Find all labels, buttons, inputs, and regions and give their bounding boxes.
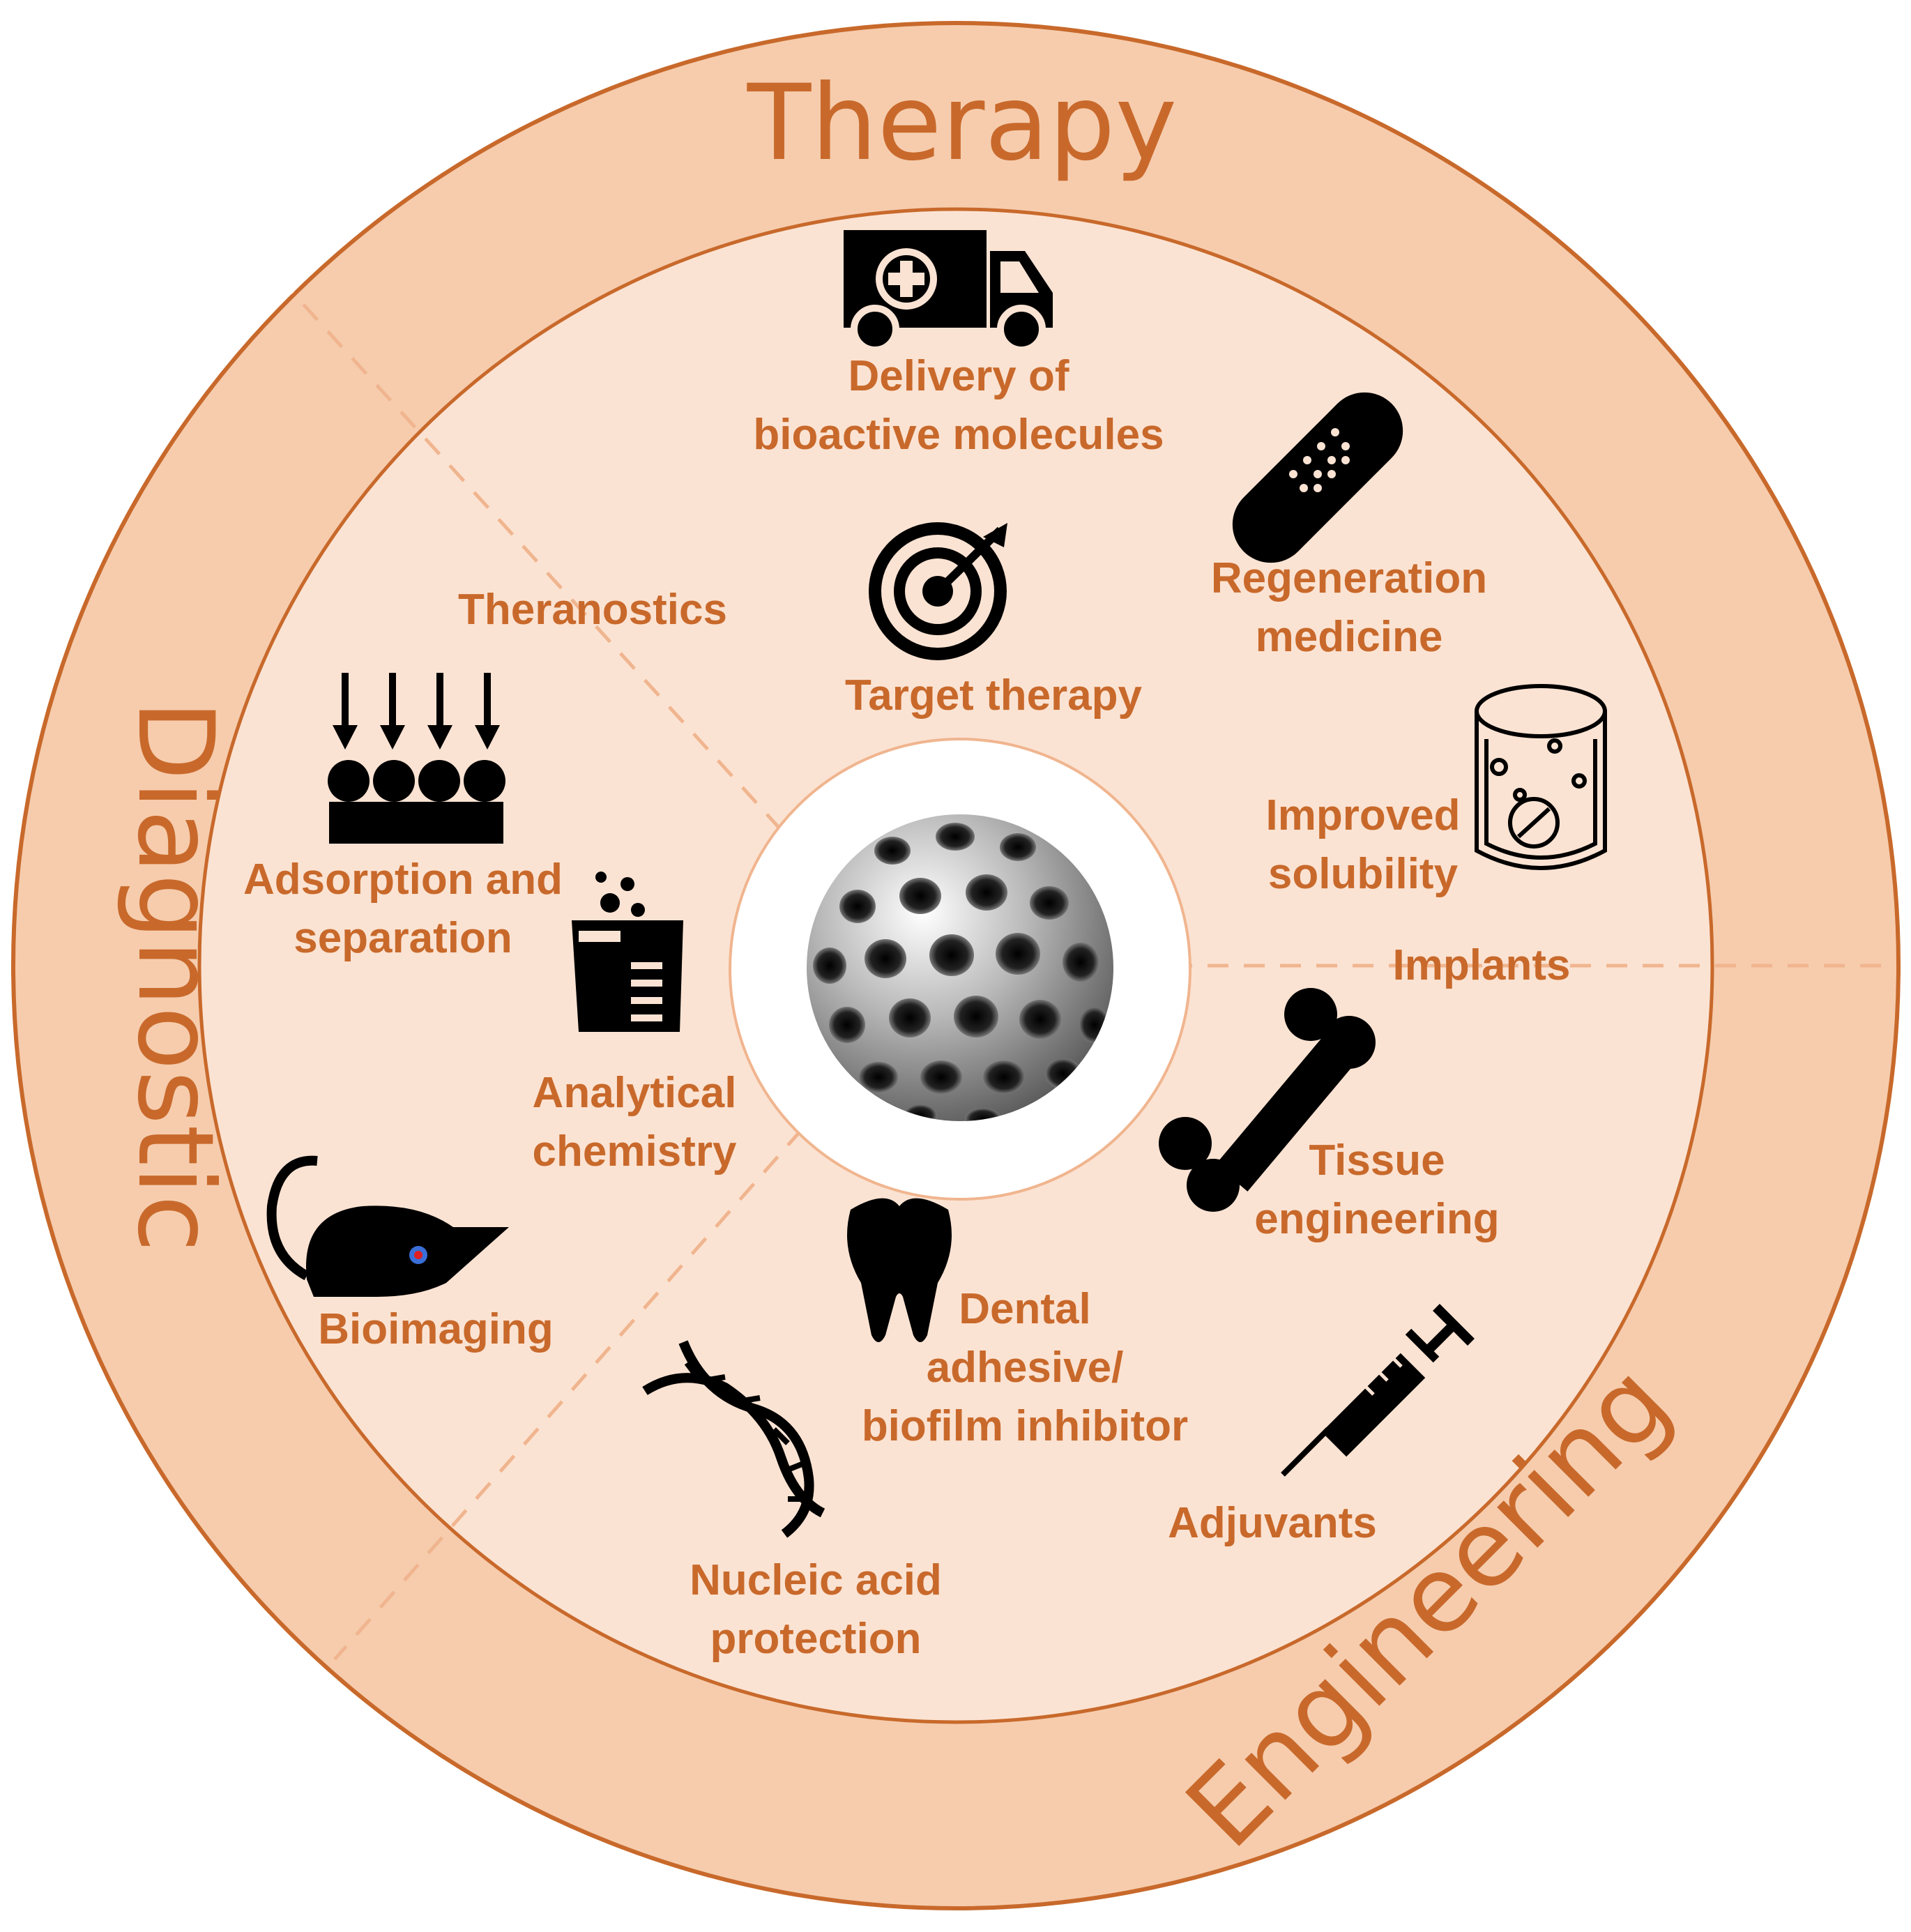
application-labels: Delivery of bioactive moleculesRegenerati… xyxy=(243,352,1571,1663)
label-regeneration-line: medicine xyxy=(1256,613,1443,661)
label-adjuvants-line: Adjuvants xyxy=(1168,1499,1377,1547)
label-dental-line: adhesive/ xyxy=(927,1344,1124,1392)
label-analytical-line: Analytical xyxy=(533,1069,737,1117)
adsorption-icon xyxy=(328,673,505,844)
label-implants-line: Implants xyxy=(1393,941,1571,989)
label-nucleic: Nucleic acid protection xyxy=(690,1556,942,1663)
label-regeneration-line: Regeneration xyxy=(1211,554,1487,602)
label-tissue-line: engineering xyxy=(1254,1195,1499,1243)
label-nucleic-line: protection xyxy=(710,1615,921,1663)
label-solubility-line: Improved xyxy=(1265,791,1460,839)
label-implants: Implants xyxy=(1393,941,1571,989)
label-dental: Dental adhesive/biofilm inhibitor xyxy=(862,1285,1188,1450)
mouse-icon xyxy=(266,1155,509,1297)
label-solubility-line: solubility xyxy=(1268,850,1459,898)
label-analytical: Analytical chemistry xyxy=(533,1069,737,1176)
label-target: Target therapy xyxy=(845,671,1143,720)
label-tissue: Tissue engineering xyxy=(1254,1136,1499,1243)
ambulance-icon xyxy=(844,230,1053,353)
mesoporous-sphere-icon xyxy=(807,814,1113,1121)
label-solubility: Improved solubility xyxy=(1265,791,1460,898)
label-delivery: Delivery of bioactive molecules xyxy=(753,352,1164,459)
label-delivery-line: Delivery of xyxy=(848,352,1069,400)
label-nucleic-line: Nucleic acid xyxy=(690,1556,942,1604)
label-adsorption-line: separation xyxy=(294,914,512,962)
bone-icon xyxy=(1159,988,1376,1212)
label-analytical-line: chemistry xyxy=(533,1127,737,1176)
label-regeneration: Regeneration medicine xyxy=(1211,554,1487,661)
label-adsorption: Adsorption and separation xyxy=(243,855,563,962)
label-theranostics: Theranostics xyxy=(458,586,727,634)
diagnostic-ring-label: Diagnostic xyxy=(114,700,236,1252)
label-bioimaging: Bioimaging xyxy=(318,1305,554,1353)
label-bioimaging-line: Bioimaging xyxy=(318,1305,554,1353)
label-adsorption-line: Adsorption and xyxy=(243,855,563,904)
label-delivery-line: bioactive molecules xyxy=(753,411,1164,459)
label-tissue-line: Tissue xyxy=(1309,1136,1445,1185)
bandage-icon xyxy=(1232,392,1403,563)
label-target-line: Target therapy xyxy=(845,671,1143,720)
label-adjuvants: Adjuvants xyxy=(1168,1499,1377,1547)
glass-pill-icon xyxy=(1475,684,1607,870)
section-dividers xyxy=(291,291,1896,1661)
therapy-ring-label: Therapy xyxy=(747,63,1178,184)
label-dental-line: biofilm inhibitor xyxy=(862,1402,1188,1450)
label-dental-line: Dental xyxy=(959,1285,1090,1333)
label-theranostics-line: Theranostics xyxy=(458,586,727,634)
syringe-icon xyxy=(1281,1304,1475,1477)
tooth-icon xyxy=(847,1198,952,1342)
target-icon xyxy=(869,522,1007,660)
beaker-icon xyxy=(572,872,683,1032)
dna-icon xyxy=(642,1340,825,1538)
